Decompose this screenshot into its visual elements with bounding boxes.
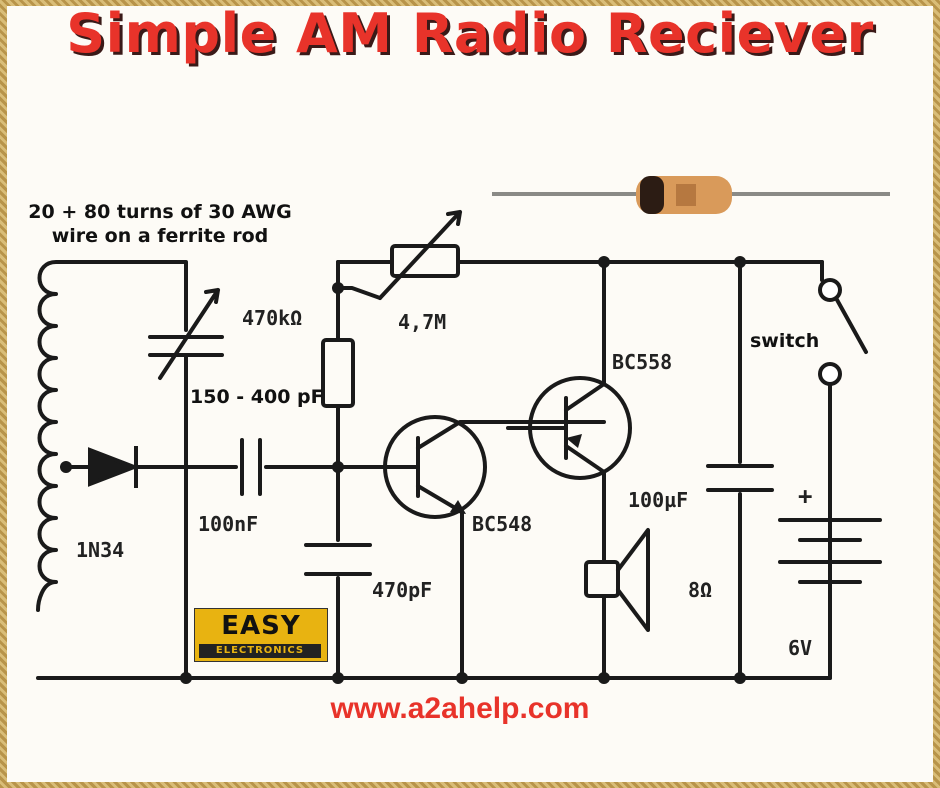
elec-cap-label: 100µF	[628, 488, 689, 512]
diode-photo	[492, 176, 890, 214]
coil-note-line1: 20 + 80 turns of 30 AWG	[28, 201, 292, 223]
coil-note-line2: wire on a ferrite rod	[51, 225, 269, 247]
speaker	[584, 560, 620, 598]
diode-label: 1N34	[76, 538, 125, 562]
page-title: Simple AM Radio Reciever	[66, 2, 874, 65]
battery	[778, 518, 882, 584]
capacitor-100uf	[706, 260, 774, 680]
logo-top-text: EASY	[221, 611, 301, 641]
switch	[820, 260, 868, 680]
bc548-label: BC548	[472, 512, 533, 536]
capacitor-470pf	[304, 543, 372, 576]
battery-plus-label: +	[798, 482, 813, 510]
transistor-bc548	[383, 415, 487, 519]
coupling-capacitor	[240, 438, 262, 496]
speaker-label: 8Ω	[688, 578, 713, 602]
coupling-cap-label: 100nF	[198, 512, 259, 536]
diode-1n34	[88, 446, 140, 488]
page-background	[7, 6, 933, 782]
resistor-470k	[321, 338, 355, 408]
potentiometer-4-7m	[390, 244, 460, 278]
antenna-coil	[36, 260, 68, 612]
resistor-label: 470kΩ	[242, 306, 303, 330]
pot-label: 4,7M	[398, 310, 447, 334]
switch-label: switch	[750, 330, 820, 352]
bc558-label: BC558	[612, 350, 673, 374]
easy-electronics-logo: EASY ELECTRONICS	[194, 608, 328, 662]
coil-note: 20 + 80 turns of 30 AWG wire on a ferrit…	[10, 200, 310, 248]
footer-url: www.a2ahelp.com	[330, 692, 590, 725]
battery-label: 6V	[788, 636, 813, 660]
cap-470pf-label: 470pF	[372, 578, 433, 602]
tuning-cap-label: 150 - 400 pF	[190, 386, 324, 408]
logo-bottom-text: ELECTRONICS	[199, 644, 321, 658]
